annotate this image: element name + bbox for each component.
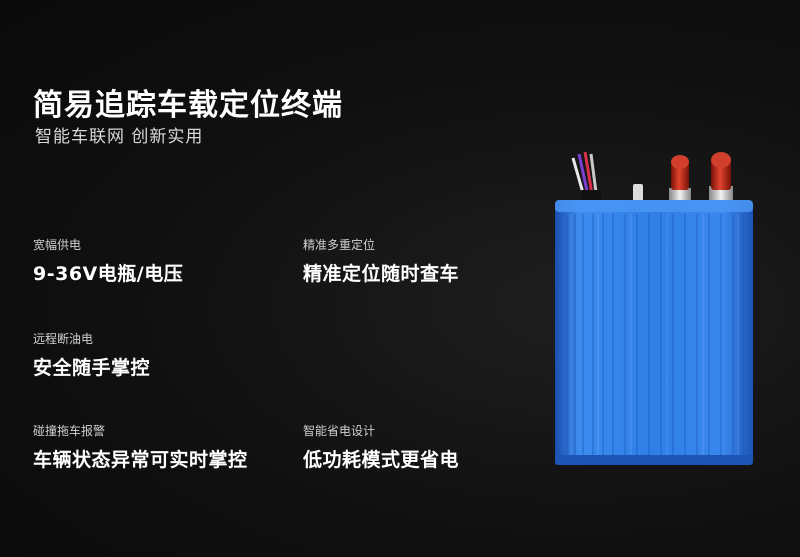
page-title: 简易追踪车载定位终端: [33, 88, 343, 123]
feature-power-supply: 宽幅供电 9-36V电瓶/电压: [33, 236, 183, 286]
device-body: [555, 200, 753, 465]
page-subtitle: 智能车联网 创新实用: [35, 127, 204, 147]
feature-power-saving: 智能省电设计 低功耗模式更省电: [303, 422, 459, 472]
feature-positioning: 精准多重定位 精准定位随时查车: [303, 236, 459, 286]
feature-label: 精准多重定位: [303, 238, 376, 252]
feature-value: 精准定位随时查车: [303, 263, 460, 285]
antenna-left: [669, 155, 691, 200]
feature-collision-alarm: 碰撞拖车报警 车辆状态异常可实时掌控: [33, 422, 248, 472]
feature-value: 车辆状态异常可实时掌控: [33, 449, 248, 471]
gps-tracker-device-image: [555, 151, 753, 465]
feature-value: 安全随手掌控: [33, 357, 151, 379]
feature-label: 宽幅供电: [33, 238, 82, 252]
antenna-right: [709, 152, 733, 200]
device-ribs: [566, 214, 744, 458]
cable-bundle: [571, 151, 601, 202]
feature-label: 智能省电设计: [303, 424, 376, 438]
connector-pin: [633, 184, 643, 202]
feature-label: 碰撞拖车报警: [33, 424, 106, 438]
feature-label: 远程断油电: [33, 332, 94, 346]
feature-value: 9-36V电瓶/电压: [33, 263, 184, 285]
feature-value: 低功耗模式更省电: [303, 449, 460, 471]
feature-remote-cutoff: 远程断油电 安全随手掌控: [33, 330, 150, 380]
